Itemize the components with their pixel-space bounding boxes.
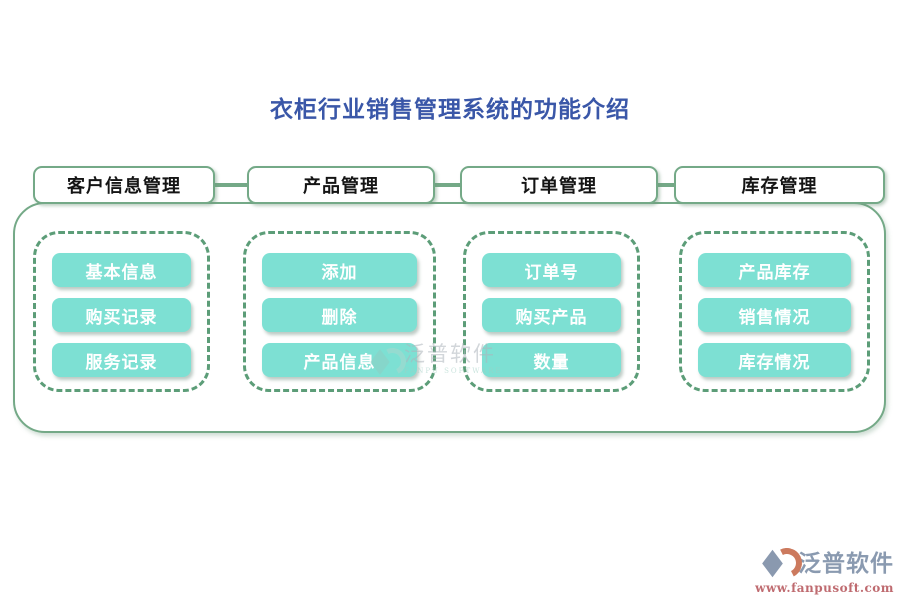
column-group-customer-info: 基本信息 购买记录 服务记录: [33, 231, 210, 392]
item-add: 添加: [262, 253, 417, 287]
item-product-info: 产品信息: [262, 343, 417, 377]
page-title: 衣柜行业销售管理系统的功能介绍: [270, 96, 630, 123]
column-header-order: 订单管理: [460, 166, 658, 204]
fanpu-logo-icon: [762, 544, 806, 582]
footer-logo-name: 泛普软件: [798, 549, 894, 577]
item-product-stock: 产品库存: [698, 253, 851, 287]
column-header-inventory: 库存管理: [674, 166, 885, 204]
column-group-order: 订单号 购买产品 数量: [463, 231, 640, 392]
footer-logo-url: www.fanpusoft.com: [755, 581, 894, 595]
footer-logo: 泛普软件 www.fanpusoft.com: [744, 544, 894, 595]
header-connector-3: [656, 183, 676, 187]
item-basic-info: 基本信息: [52, 253, 191, 287]
item-sales-status: 销售情况: [698, 298, 851, 332]
column-header-product: 产品管理: [247, 166, 435, 204]
item-purchase-records: 购买记录: [52, 298, 191, 332]
column-group-inventory: 产品库存 销售情况 库存情况: [679, 231, 870, 392]
item-delete: 删除: [262, 298, 417, 332]
item-purchased-product: 购买产品: [482, 298, 621, 332]
item-service-records: 服务记录: [52, 343, 191, 377]
column-header-customer-info: 客户信息管理: [33, 166, 215, 204]
item-stock-status: 库存情况: [698, 343, 851, 377]
header-connector-1: [213, 183, 249, 187]
item-order-number: 订单号: [482, 253, 621, 287]
header-connector-2: [433, 183, 462, 187]
item-quantity: 数量: [482, 343, 621, 377]
column-group-product: 添加 删除 产品信息: [243, 231, 436, 392]
